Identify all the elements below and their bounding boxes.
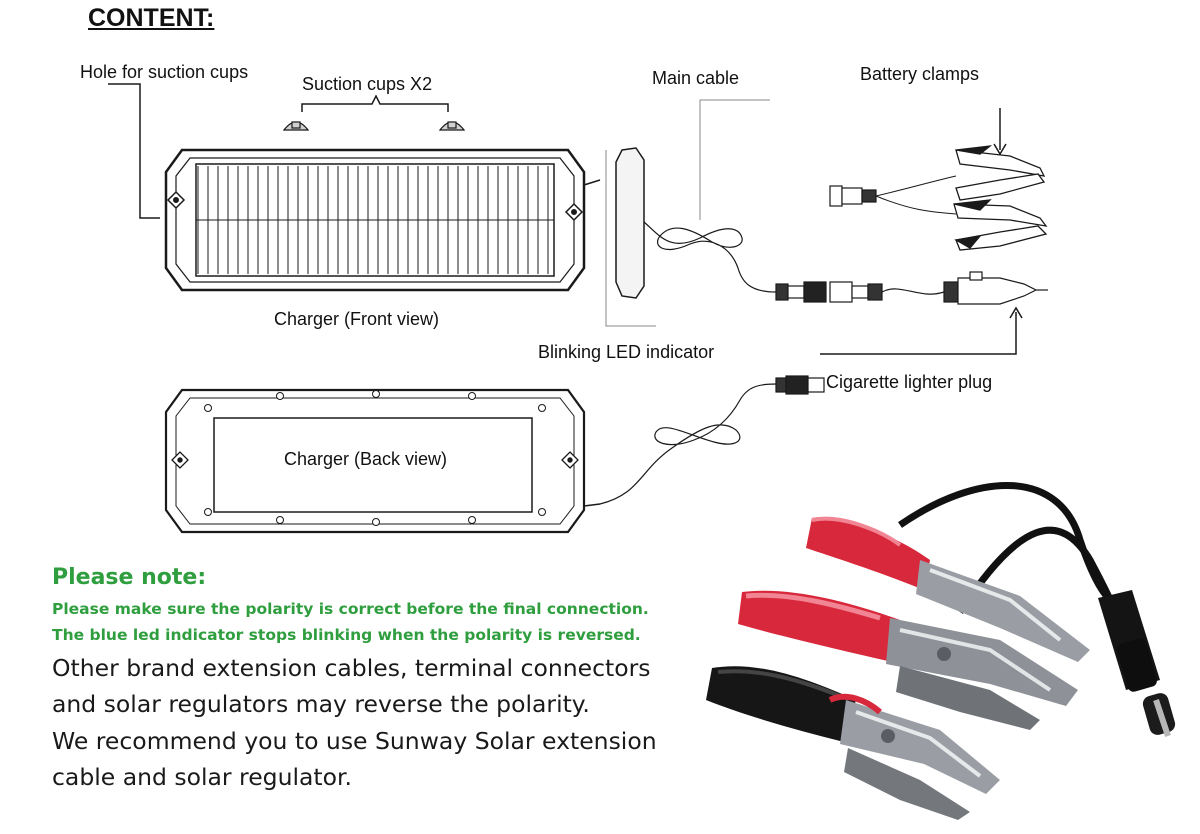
- label-blinking-led: Blinking LED indicator: [538, 342, 715, 362]
- label-cigarette-lighter-plug: Cigarette lighter plug: [826, 372, 993, 392]
- back-connector: [775, 375, 825, 395]
- sae-connectors: [775, 281, 883, 303]
- label-main-cable: Main cable: [652, 68, 740, 88]
- charger-back: [164, 388, 601, 534]
- clamp-connector: [829, 185, 877, 207]
- label-hole-for-suction-cups: Hole for suction cups: [80, 62, 249, 82]
- label-battery-clamps: Battery clamps: [860, 64, 980, 84]
- page-title: CONTENT:: [88, 4, 215, 32]
- note-heading: Please note:: [52, 565, 207, 590]
- charger-front: [164, 148, 601, 292]
- clamps-drawing: [953, 145, 1048, 251]
- label-charger-front: Charger (Front view): [274, 309, 440, 329]
- body-line-1: Other brand extension cables, terminal c…: [52, 654, 651, 682]
- body-line-4: cable and solar regulator.: [52, 763, 352, 791]
- cigarette-plug-drawing: [943, 271, 1048, 305]
- charger-side: [615, 147, 645, 299]
- note-line-1: Please make sure the polarity is correct…: [52, 600, 649, 618]
- clamps-photo: [706, 482, 1176, 820]
- body-line-2: and solar regulators may reverse the pol…: [52, 690, 590, 718]
- label-suction-cups: Suction cups X2: [302, 74, 433, 94]
- note-line-2: The blue led indicator stops blinking wh…: [52, 626, 641, 644]
- body-line-3: We recommend you to use Sunway Solar ext…: [52, 727, 657, 755]
- label-charger-back: Charger (Back view): [284, 449, 448, 469]
- suction-cups: [282, 121, 466, 131]
